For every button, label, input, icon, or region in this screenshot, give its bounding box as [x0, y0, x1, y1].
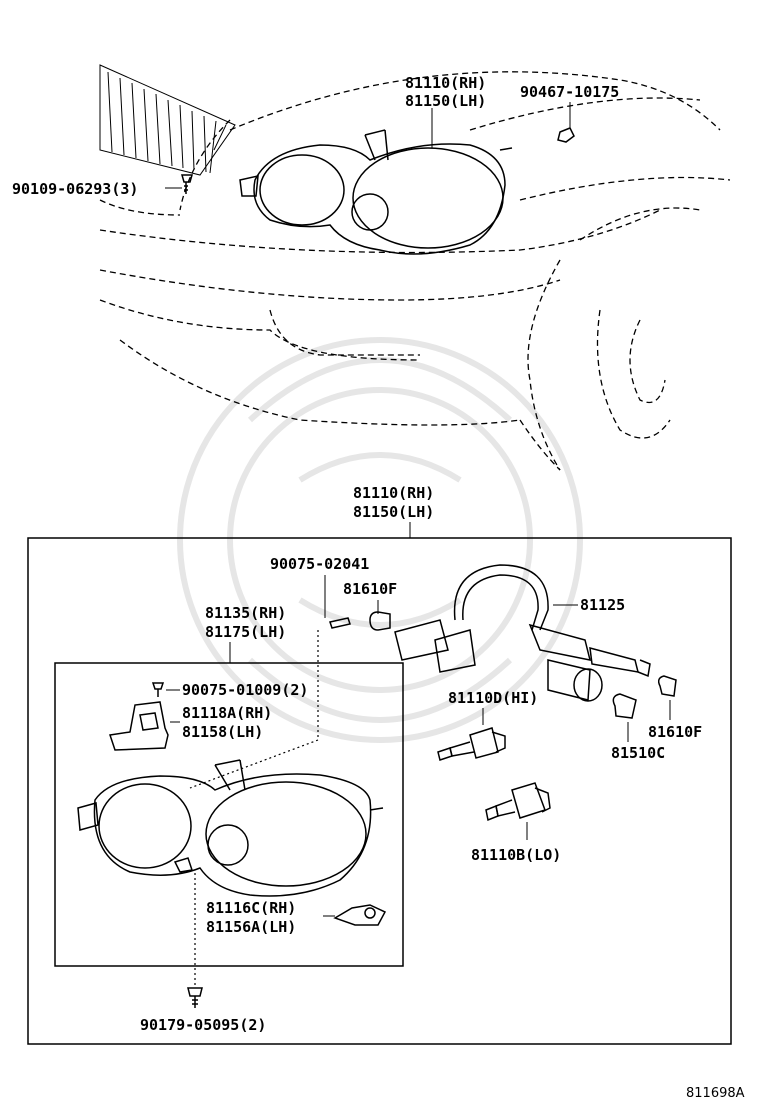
housing-rh-label: 81135(RH) — [205, 604, 286, 622]
bracket-rh-label: 81118A(RH) — [182, 704, 272, 722]
screw-bottom-label: 90179-05095(2) — [140, 1016, 266, 1034]
bracket-lh-label: 81158(LH) — [182, 723, 263, 741]
figure-id-label: 811698A — [686, 1086, 745, 1101]
bracket-icon — [109, 701, 169, 751]
upper-headlamp-lh-label: 81150(LH) — [405, 92, 486, 110]
bulb-c-label: 81510C — [611, 744, 665, 762]
adjuster-rh-label: 81116C(RH) — [206, 899, 296, 917]
adjuster-icon — [333, 904, 387, 926]
screw-small-icon — [151, 682, 165, 697]
bulb-hi-label: 81110D(HI) — [448, 689, 538, 707]
headlamp-housing-icon — [77, 759, 384, 897]
bulb-f-right-label: 81610F — [648, 723, 702, 741]
assembly-outer-frame — [27, 537, 732, 1045]
bulb-c-icon — [612, 693, 637, 719]
socket-wire-icon — [394, 564, 651, 702]
upper-nut-label: 90467-10175 — [520, 83, 619, 101]
grille-hatch — [99, 64, 236, 176]
socket-wire-label: 81125 — [580, 596, 625, 614]
bulb-lo-label: 81110B(LO) — [471, 846, 561, 864]
watermark-emblem — [177, 337, 583, 743]
adjuster-lh-label: 81156A(LH) — [206, 918, 296, 936]
bulb-hi-icon — [437, 727, 506, 761]
screw-top-icon — [329, 617, 351, 629]
upper-bolt-label: 90109-06293(3) — [12, 180, 138, 198]
assembly-rh-label: 81110(RH) — [353, 484, 434, 502]
upper-headlamp — [239, 129, 513, 255]
screw-small-label: 90075-01009(2) — [182, 681, 308, 699]
screw-bottom-icon — [187, 987, 203, 1008]
bulb-f-upper-label: 81610F — [343, 580, 397, 598]
assembly-lh-label: 81150(LH) — [353, 503, 434, 521]
housing-subassembly-frame — [54, 662, 404, 967]
bulb-f-right-icon — [657, 675, 677, 697]
upper-bolt-icon — [181, 174, 193, 194]
bulb-lo-icon — [485, 782, 551, 822]
vehicle-front-view — [99, 64, 731, 471]
bulb-f-upper-icon — [369, 611, 391, 631]
screw-top-label: 90075-02041 — [270, 555, 369, 573]
upper-nut-icon — [557, 127, 575, 143]
housing-lh-label: 81175(LH) — [205, 623, 286, 641]
upper-headlamp-rh-label: 81110(RH) — [405, 74, 486, 92]
